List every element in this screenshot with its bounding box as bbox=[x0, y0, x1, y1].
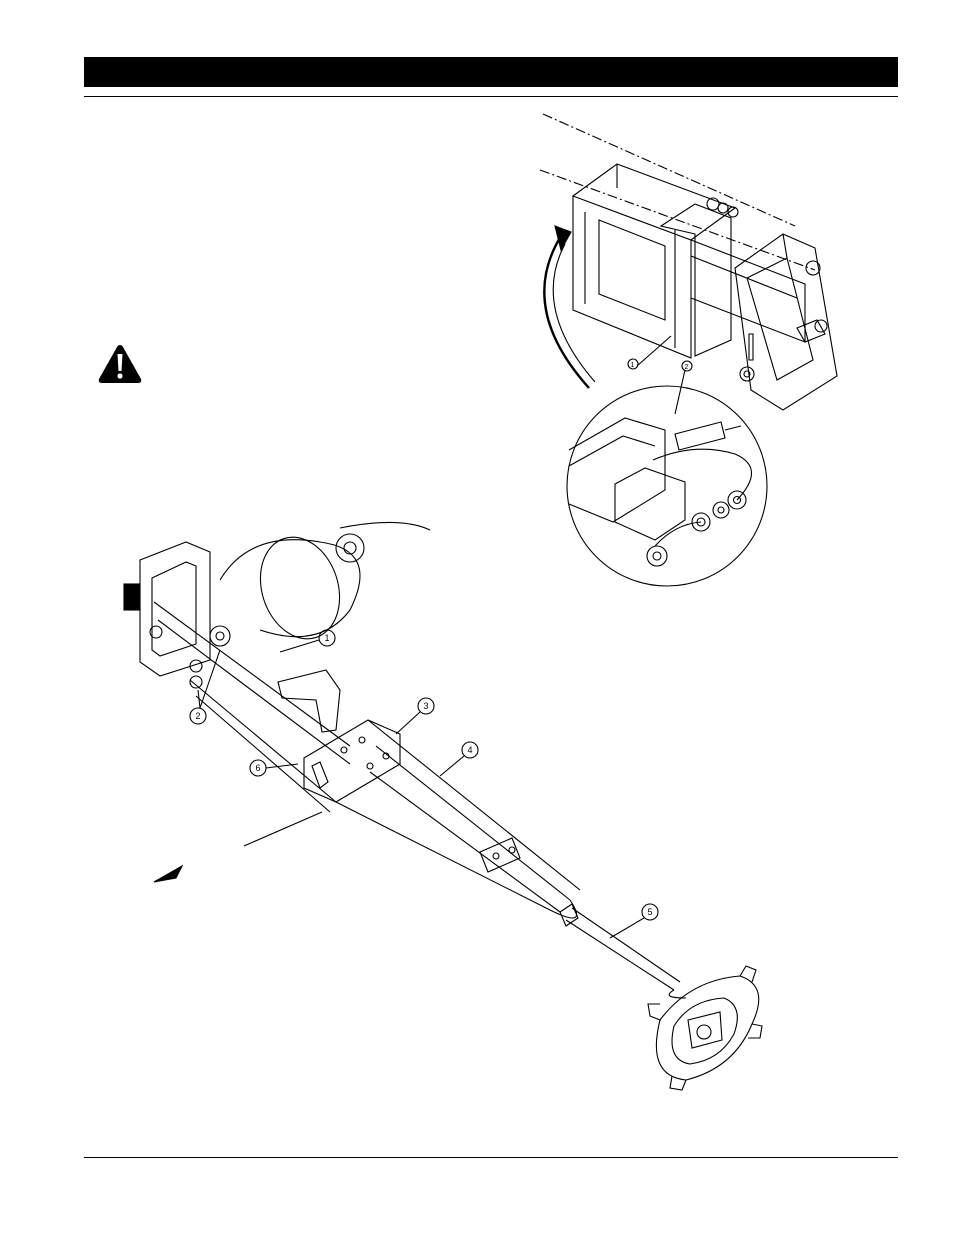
header-bar bbox=[84, 57, 898, 87]
callout-5: 5 bbox=[647, 907, 652, 917]
callout-6: 6 bbox=[255, 763, 260, 773]
footer-rule bbox=[84, 1157, 898, 1158]
row-unit-figure: 1 2 3 4 5 6 bbox=[100, 520, 800, 1100]
callout-1: 1 bbox=[324, 633, 329, 643]
hitch-assembly-figure: 1 2 bbox=[525, 108, 885, 588]
callout-4: 4 bbox=[467, 745, 472, 755]
header-rule bbox=[84, 96, 898, 97]
callout-2: 2 bbox=[195, 711, 200, 721]
callout-3: 3 bbox=[423, 701, 428, 711]
warning-triangle-icon bbox=[98, 344, 142, 384]
callout-top-1: 1 bbox=[631, 362, 635, 369]
callout-top-2: 2 bbox=[685, 364, 689, 371]
